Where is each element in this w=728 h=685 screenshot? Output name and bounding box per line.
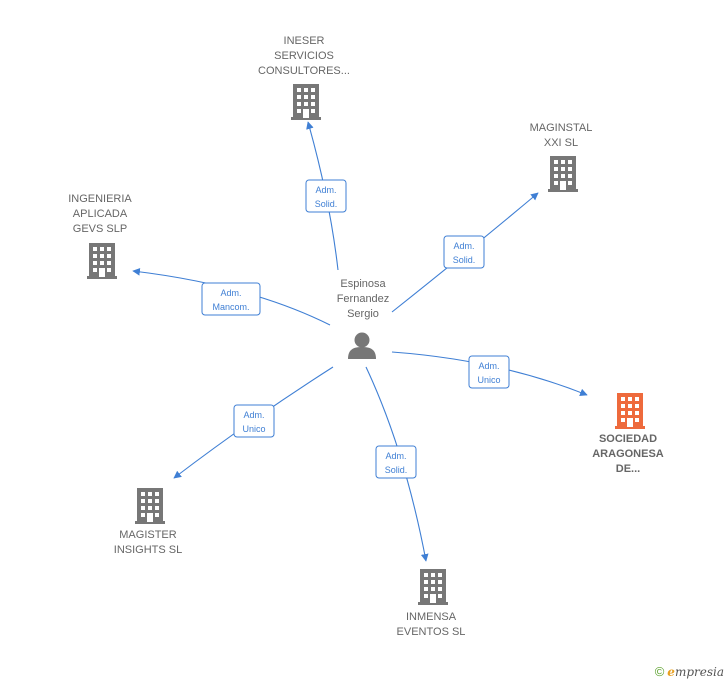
person-name-line-1: Espinosa [340, 278, 386, 290]
company-name-line-2: ARAGONESA [592, 448, 664, 460]
company-name-line-1: MAGINSTAL [530, 122, 593, 134]
person-icon [348, 332, 376, 359]
company-name-line-1: MAGISTER [119, 529, 177, 541]
company-name-line-2: EVENTOS SL [397, 626, 466, 638]
building-icon [135, 488, 165, 524]
company-name-line-2: INSIGHTS SL [114, 544, 182, 556]
edges-layer: Adm. Solid. Adm. Solid. Adm. Mancom. Adm. Unico… [132, 121, 588, 562]
company-name-line-1: INMENSA [406, 611, 457, 623]
company-name-line-3: CONSULTORES... [258, 65, 350, 77]
role-badge-box [468, 355, 510, 389]
role-badge-line-1: Adm. [453, 241, 474, 251]
role-badge-box [375, 445, 417, 479]
company-node-magister[interactable]: MAGISTER INSIGHTS SL [114, 488, 182, 556]
role-badge-line-1: Adm. [315, 185, 336, 195]
company-name-line-1: INESER [284, 35, 325, 47]
building-icon [615, 393, 645, 429]
brand-initial: e [667, 665, 675, 679]
company-name-line-3: DE... [616, 463, 640, 475]
role-badge-box [201, 282, 261, 316]
person-name-line-3: Sergio [347, 308, 379, 320]
person-name-line-2: Fernandez [337, 293, 390, 305]
brand-name: mpresia [674, 665, 724, 679]
building-icon [548, 156, 578, 192]
role-badge-box [443, 235, 485, 269]
company-name-line-3: GEVS SLP [73, 223, 127, 235]
building-icon [418, 569, 448, 605]
company-name-line-1: INGENIERIA [68, 193, 132, 205]
building-icon [87, 243, 117, 279]
company-name-line-2: XXI SL [544, 137, 578, 149]
role-badge-ingenieria[interactable]: Adm. Mancom. [201, 282, 261, 316]
company-node-ineser[interactable]: INESER SERVICIOS CONSULTORES... [258, 35, 350, 120]
center-person[interactable]: Espinosa Fernandez Sergio [337, 278, 390, 359]
copyright-symbol: © [654, 664, 665, 679]
role-badge-line-1: Adm. [385, 451, 406, 461]
company-name-line-2: SERVICIOS [274, 50, 334, 62]
role-badge-line-2: Unico [477, 375, 500, 385]
role-badge-ineser[interactable]: Adm. Solid. [305, 179, 347, 213]
role-badge-line-1: Adm. [478, 361, 499, 371]
company-node-ingenieria[interactable]: INGENIERIA APLICADA GEVS SLP [68, 193, 132, 279]
role-badge-line-2: Unico [242, 424, 265, 434]
role-badge-magister[interactable]: Adm. Unico [233, 404, 275, 438]
company-node-sociedad[interactable]: SOCIEDAD ARAGONESA DE... [592, 393, 664, 475]
role-badge-line-1: Adm. [220, 288, 241, 298]
company-node-maginstal[interactable]: MAGINSTAL XXI SL [530, 122, 593, 192]
role-badge-maginstal[interactable]: Adm. Solid. [443, 235, 485, 269]
role-badge-inmensa[interactable]: Adm. Solid. [375, 445, 417, 479]
role-badge-line-2: Solid. [315, 199, 338, 209]
role-badge-line-1: Adm. [243, 410, 264, 420]
company-node-inmensa[interactable]: INMENSA EVENTOS SL [397, 569, 466, 638]
role-badge-line-2: Mancom. [212, 302, 249, 312]
company-name-line-1: SOCIEDAD [599, 433, 657, 445]
role-badge-box [305, 179, 347, 213]
role-badge-sociedad[interactable]: Adm. Unico [468, 355, 510, 389]
company-name-line-2: APLICADA [73, 208, 128, 220]
nodes-layer: INESER SERVICIOS CONSULTORES... MAGINSTAL XX… [68, 35, 664, 638]
role-badge-line-2: Solid. [453, 255, 476, 265]
building-icon [291, 84, 321, 120]
footer-brand: ©empresia [655, 664, 724, 679]
role-badge-box [233, 404, 275, 438]
role-badge-line-2: Solid. [385, 465, 408, 475]
